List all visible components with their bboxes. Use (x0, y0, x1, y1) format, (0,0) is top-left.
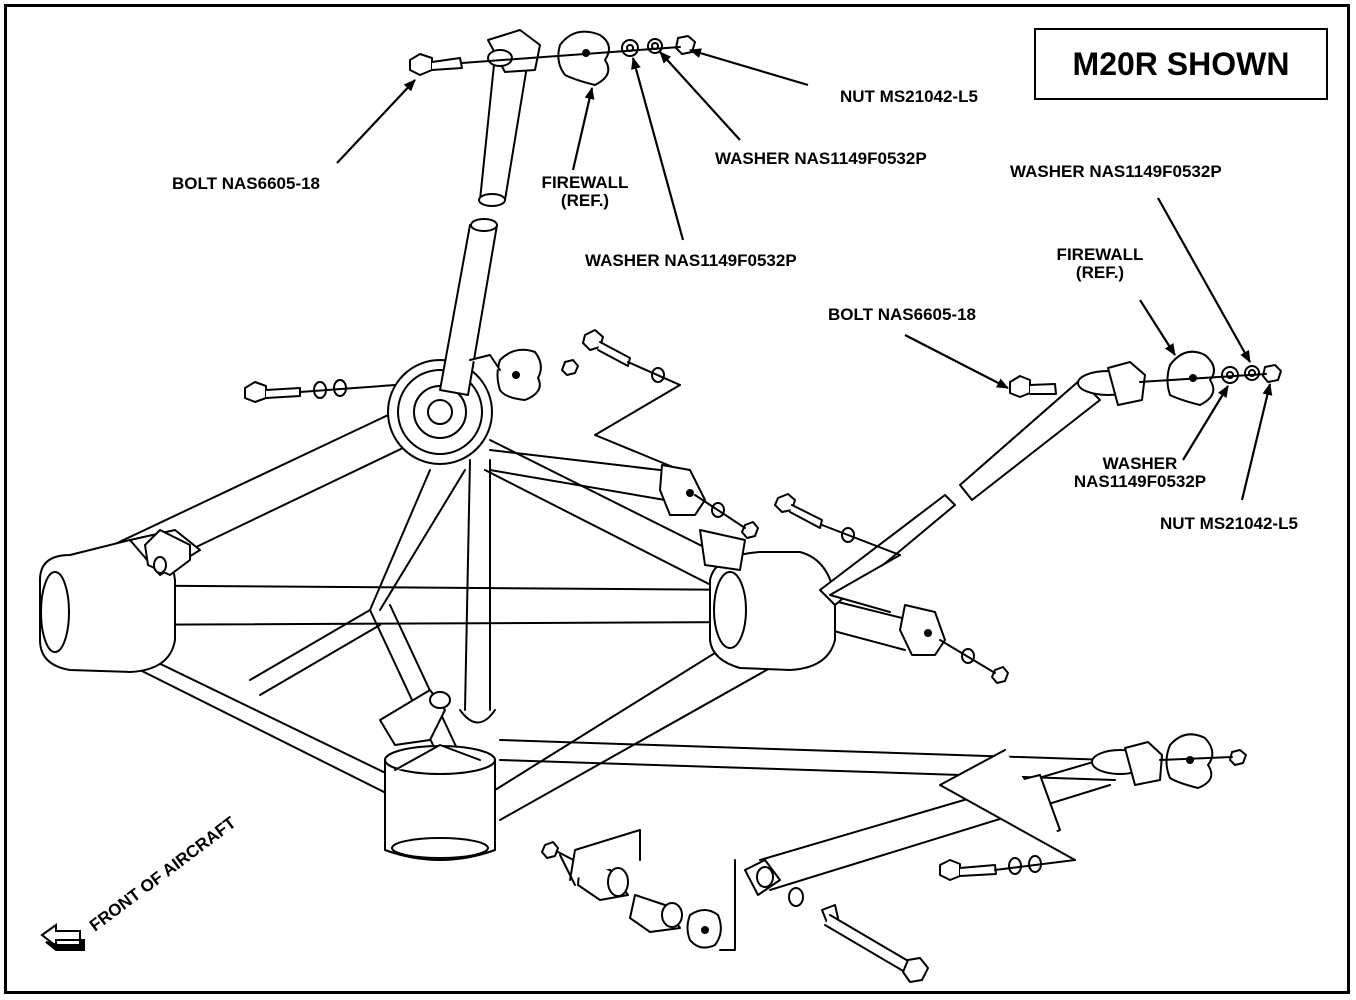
front-arrow-icon (40, 923, 85, 951)
bottom-cylinder (384, 744, 496, 861)
lower-right-fitting (1019, 733, 1247, 836)
left-mid-hardware (244, 348, 579, 403)
leader-lines (336, 48, 1273, 501)
leader-washer-right (1182, 385, 1229, 461)
leader-nut-top (689, 48, 809, 87)
label-firewall-right: FIREWALL (REF.) (1056, 245, 1144, 282)
label-washer-mid: WASHER NAS1149F0532P (585, 251, 797, 270)
right-isolator (699, 529, 836, 671)
mount-frame-tubes (59, 399, 1116, 891)
leader-washer-mid (631, 57, 685, 241)
label-nut-top: NUT MS21042-L5 (840, 87, 978, 106)
right-mid-hardware (659, 464, 901, 613)
label-washer-right: WASHER NAS1149F0532P (1073, 454, 1207, 491)
bottom-bushing-assembly (541, 829, 929, 983)
leader-bolt-right (904, 334, 1009, 389)
label-washer-right-top: WASHER NAS1149F0532P (1010, 162, 1222, 181)
lower-mid-hardware (899, 604, 1009, 684)
bottom-center-fitting (379, 689, 451, 746)
leader-washer-right-top (1157, 197, 1251, 363)
label-bolt-right: BOLT NAS6605-18 (828, 305, 977, 324)
leader-bolt-top (336, 79, 416, 164)
label-washer-top: WASHER NAS1149F0532P (715, 149, 927, 168)
right-upper-tube (819, 350, 1282, 606)
label-nut-right: NUT MS21042-L5 (1160, 514, 1298, 533)
model-title: M20R SHOWN (1034, 28, 1328, 100)
drawing-frame (4, 4, 1350, 994)
center-bolt-hardware (582, 329, 681, 471)
leader-washer-top (659, 51, 741, 141)
label-firewall-top: FIREWALL (REF.) (541, 173, 629, 210)
leader-nut-right (1240, 383, 1273, 501)
left-upper-fitting (144, 529, 191, 576)
label-bolt-top: BOLT NAS6605-18 (172, 174, 321, 193)
bottom-right-bolt-hardware (939, 749, 1076, 881)
center-ring (387, 359, 493, 465)
leader-firewall-top (571, 87, 595, 171)
leader-firewall-right (1139, 299, 1176, 356)
top-left-tube (409, 29, 696, 396)
